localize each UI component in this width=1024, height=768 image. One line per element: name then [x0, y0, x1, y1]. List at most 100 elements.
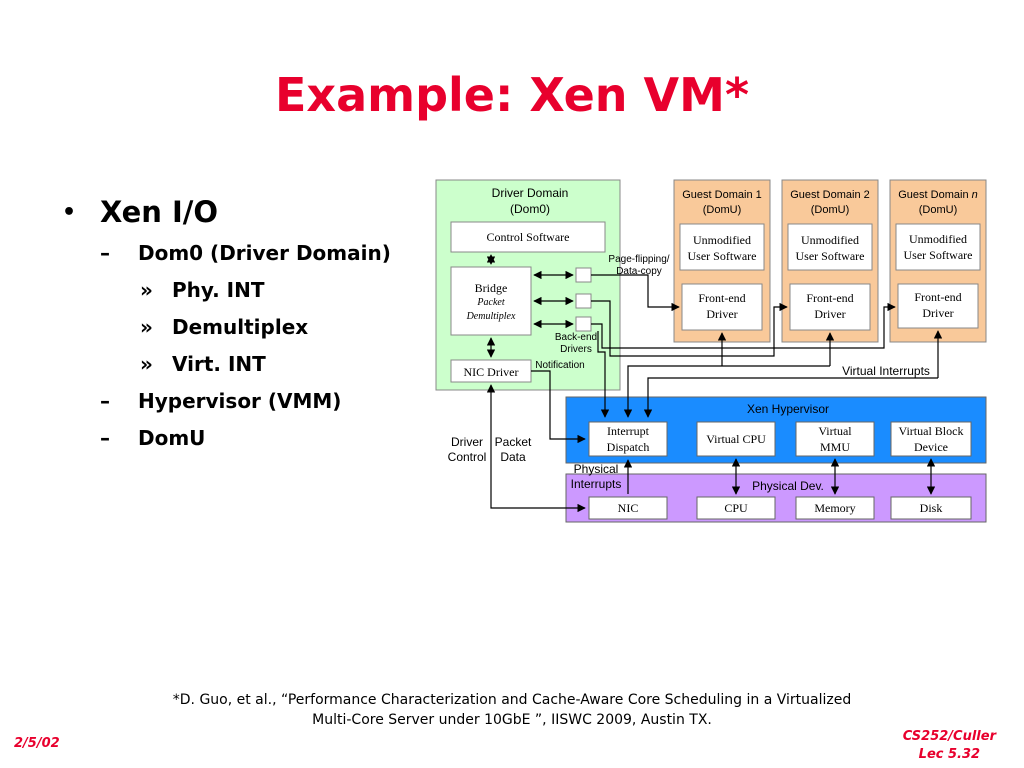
bullet-dom0: – Dom0 (Driver Domain) [62, 234, 391, 271]
bullet-hypervisor: –Hypervisor (VMM) [62, 382, 391, 419]
virtual-interrupts-bus [643, 377, 938, 418]
footnote-line-2: Multi-Core Server under 10GbE ”, IISWC 2… [312, 712, 712, 728]
bridge-sublabel-2: Demultiplex [466, 311, 516, 322]
course-footer: CS252/Culler Lec 5.32 [903, 728, 996, 764]
nic-box [588, 496, 668, 520]
driver-control-sublabel: Control [448, 450, 487, 464]
control-software-label: Control Software [487, 230, 570, 244]
lecture-number: Lec 5.32 [918, 747, 981, 762]
frontend-sublabel-2: Driver [814, 307, 845, 321]
slide-date: 2/5/02 [14, 736, 60, 751]
line-backend-dispatch [597, 331, 610, 418]
virtual-cpu-box [696, 421, 776, 457]
frontend-driver-box-2 [789, 283, 871, 331]
unmodified-sublabel-1: User Software [688, 249, 757, 263]
bullet-xen-io: •Xen I/O [62, 190, 391, 234]
guest-domain-n-sublabel: (DomU) [919, 204, 958, 216]
frontend-sublabel-n: Driver [922, 306, 953, 320]
disk-label: Disk [920, 501, 943, 515]
memory-label: Memory [814, 501, 855, 515]
virtual-block-box [890, 421, 972, 457]
interrupt-dispatch-box [588, 421, 668, 457]
guest-2-contents: Unmodified User Software Front-end Drive… [787, 223, 873, 331]
physical-interrupts-sublabel: Interrupts [571, 477, 622, 491]
virtual-mmu-box [795, 421, 875, 457]
page-flip-label-1: Page-flipping/ [608, 254, 669, 265]
bullet-text: Demultiplex [172, 314, 309, 339]
bullet-list: •Xen I/O – Dom0 (Driver Domain) »Phy. INT… [62, 190, 391, 456]
line-port2-frontend2 [591, 300, 788, 357]
frontend-sublabel-1: Driver [706, 307, 737, 321]
bullet-virt-int: » Virt. INT [62, 345, 391, 382]
virtual-cpu-label: Virtual CPU [706, 432, 766, 446]
virtual-block-label: Virtual Block [899, 424, 964, 438]
frontend-label-1: Front-end [698, 291, 745, 305]
backend-port-2 [575, 293, 592, 309]
footnote-line-1: *D. Guo, et al., “Performance Characteri… [172, 692, 852, 708]
virtual-interrupts-label: Virtual Interrupts [842, 364, 930, 378]
guest-domain-1-sublabel: (DomU) [703, 204, 742, 216]
dash-mark: – [100, 240, 110, 265]
cpu-box [696, 496, 776, 520]
arrow-port1-frontend1 [591, 274, 680, 312]
connector-lines [486, 254, 943, 513]
backend-label-1: Back-end [555, 332, 597, 343]
backend-label-2: Drivers [560, 344, 592, 355]
guest-1-contents: Unmodified User Software Front-end Drive… [679, 223, 765, 331]
guest-domain-2-sublabel: (DomU) [811, 204, 850, 216]
unmodified-sublabel-n: User Software [904, 248, 973, 262]
nic-label: NIC [618, 501, 639, 515]
unmodified-label-n: Unmodified [909, 232, 967, 246]
xen-hypervisor-label: Xen Hypervisor [747, 402, 829, 416]
slide-title: Example: Xen VM* [275, 68, 749, 122]
disk-box [890, 496, 972, 520]
memory-box [795, 496, 875, 520]
driver-control-label: Driver [451, 435, 483, 449]
physical-interrupts-label: Physical [574, 462, 619, 476]
frontend-driver-box-n [897, 283, 979, 329]
bullet-phy-int: »Phy. INT [62, 271, 391, 308]
dash-mark: – [100, 425, 110, 450]
course-name: CS252/Culler [902, 729, 996, 744]
frontend-label-n: Front-end [914, 290, 961, 304]
nic-driver-label: NIC Driver [464, 365, 519, 379]
bullet-demultiplex: »Demultiplex [62, 308, 391, 345]
line-port3-frontendn [591, 302, 896, 349]
interrupt-dispatch-sublabel: Dispatch [607, 440, 650, 454]
virtual-block-sublabel: Device [914, 440, 948, 454]
packet-data-sublabel: Data [500, 450, 526, 464]
unmodified-software-box-n [895, 223, 981, 271]
bullet-text: Virt. INT [172, 351, 266, 376]
page-flip-label-2: Data-copy [616, 266, 662, 277]
unmodified-label-2: Unmodified [801, 233, 859, 247]
physical-dev-label: Physical Dev. [752, 479, 824, 493]
line-frontend-bus-mid [623, 365, 830, 418]
bullet-text: Dom0 (Driver Domain) [138, 240, 391, 265]
guest-domain-1-label: Guest Domain 1 [682, 189, 761, 201]
bridge-sublabel-1: Packet [476, 297, 504, 308]
citation-footnote: *D. Guo, et al., “Performance Characteri… [0, 690, 1024, 730]
virtual-mmu-label: Virtual [818, 424, 852, 438]
backend-port-1 [575, 267, 592, 283]
driver-domain-sublabel: (Dom0) [510, 202, 550, 216]
packet-data-label: Packet [495, 435, 532, 449]
unmodified-sublabel-2: User Software [796, 249, 865, 263]
bullet-text: Hypervisor (VMM) [138, 388, 342, 413]
unmodified-software-box-2 [787, 223, 873, 271]
bullet-domu: – DomU [62, 419, 391, 456]
bullet-mark: • [62, 199, 77, 225]
guest-n-contents: Unmodified User Software Front-end Drive… [895, 223, 981, 329]
driver-domain-label: Driver Domain [492, 186, 569, 200]
interrupt-dispatch-label: Interrupt [607, 424, 650, 438]
backend-port-3 [575, 316, 592, 332]
bridge-box [450, 266, 532, 336]
chevron-mark: » [140, 277, 153, 302]
frontend-driver-box-1 [681, 283, 763, 331]
guest-domain-n-label: Guest Domain n [898, 189, 978, 201]
unmodified-label-1: Unmodified [693, 233, 751, 247]
chevron-mark: » [140, 351, 153, 376]
cpu-label: CPU [724, 501, 748, 515]
guest-domain-2-label: Guest Domain 2 [790, 189, 869, 201]
bullet-text: DomU [138, 425, 206, 450]
